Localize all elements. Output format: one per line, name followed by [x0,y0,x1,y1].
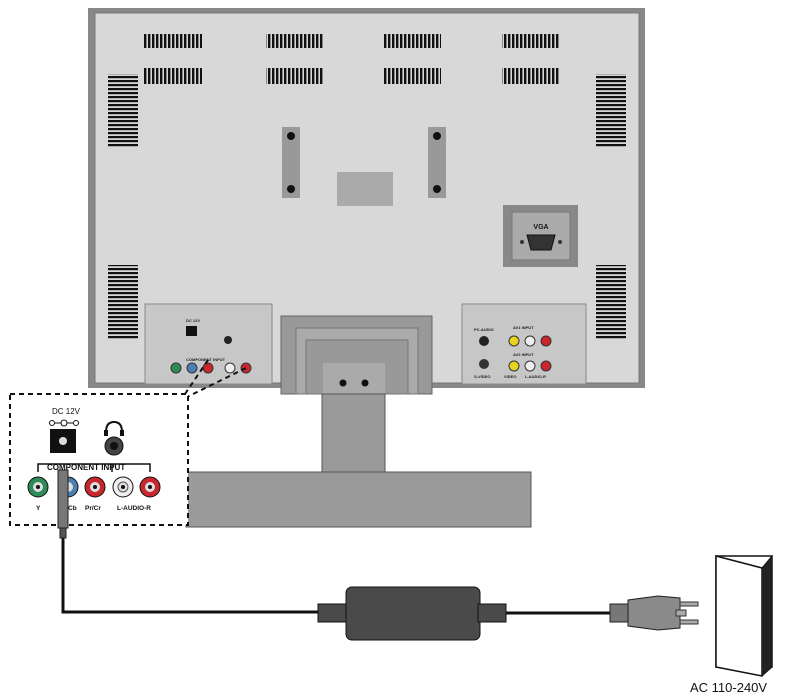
panel-pc-audio-label: PC-AUDIO [474,327,494,332]
ac-voltage-label: AC 110-240V [690,680,767,695]
left-connector-panel: DC 12V COMPONENT INPUT [144,303,273,385]
panel-audio-label: L-AUDIO-R [525,374,546,379]
dc-cable [57,469,318,614]
callout-dc-label: DC 12V [52,407,81,416]
jack-audio-l [112,476,134,498]
jack-audio-r [139,476,161,498]
panel-av1-label: AV1 INPUT [513,325,534,330]
jack-label-audio: L-AUDIO-R [117,505,151,512]
panel-av2-label: AV2 INPUT [513,352,534,357]
jack-label-y: Y [36,505,41,512]
magnified-callout: DC 12V COMPONENT INPUT [9,393,189,526]
jack-y [27,476,49,498]
panel-component-label: COMPONENT INPUT [186,357,226,362]
panel-svideo-label: S-VIDEO [474,374,490,379]
vga-port: VGA [503,205,578,267]
side-vents [108,74,626,339]
wall-outlet [715,554,773,677]
headphone-icon [104,420,124,436]
stand-hinge [280,315,433,395]
callout-lines [184,359,247,399]
vesa-mount [282,127,446,206]
power-adapter [317,586,612,641]
jack-label-pr: Pr/Cr [85,505,101,512]
jack-pr [84,476,106,498]
ac-plug [609,595,699,631]
callout-component-label: COMPONENT INPUT [47,463,125,472]
dc-polarity-icon [49,419,79,427]
panel-video-label: VIDEO [504,374,516,379]
top-vents [144,34,560,84]
panel-dc-label: DC 12V [186,318,200,323]
right-connector-panel: PC-AUDIO AV1 INPUT AV2 INPUT S-VIDEO VID… [461,303,587,385]
monitor-back: VGA DC 12V COMPONENT INPUT PC-AUDIO AV1 … [88,8,645,395]
monitor-stand [185,393,532,528]
vga-label: VGA [533,224,548,231]
